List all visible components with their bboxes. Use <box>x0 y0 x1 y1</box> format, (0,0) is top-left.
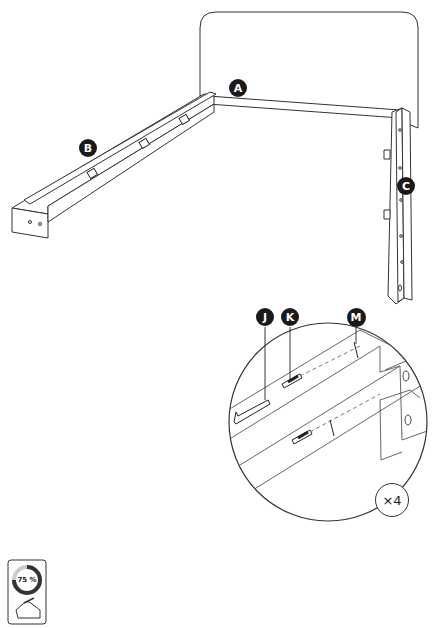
callout-text: B <box>84 143 92 154</box>
callout-text: M <box>351 312 362 323</box>
percent-label: 75 % <box>17 577 36 584</box>
callout-letter: A <box>229 79 247 97</box>
callout-letter: K <box>281 308 299 326</box>
callout-letter: B <box>79 139 97 157</box>
callout-letter: C <box>397 177 415 195</box>
callout-text: C <box>402 181 410 192</box>
callout-text: K <box>286 312 295 323</box>
callout-text: ×4 <box>382 494 401 507</box>
quantity-badge: ×4 <box>375 483 409 517</box>
callout-text: A <box>234 83 243 94</box>
callout-letter: M <box>347 308 366 327</box>
callout-text: J <box>263 312 267 323</box>
effort-icon <box>8 560 46 624</box>
callout-letter: J <box>256 308 274 326</box>
